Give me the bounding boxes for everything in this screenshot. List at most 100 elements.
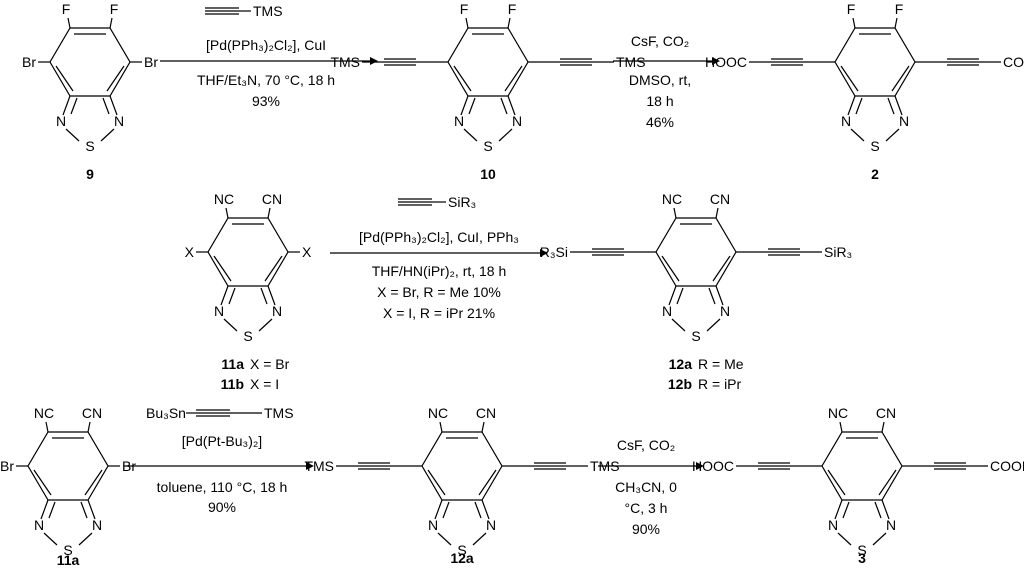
atom-N: N [486, 517, 496, 533]
group-CN: NC [662, 191, 682, 207]
group-COOH: HOOC [692, 458, 734, 474]
atom-F: F [460, 1, 469, 17]
atom-N: N [841, 113, 851, 129]
condition-line: X = Br, R = Me 10% [377, 284, 501, 300]
group-CN: CN [876, 405, 896, 421]
atom-N: N [828, 517, 838, 533]
reaction-arrow-3: SiR₃ [Pd(PPh₃)₂Cl₂], CuI, PPh₃ THF/HN(iP… [330, 194, 548, 321]
group-CN: CN [262, 191, 282, 207]
atom-S: S [691, 328, 700, 344]
atom-F: F [110, 1, 119, 17]
atom-Br: Br [22, 54, 36, 70]
group-TMS: TMS [616, 54, 646, 70]
group-silyl: R₃Si [540, 244, 568, 260]
atom-N: N [899, 113, 909, 129]
condition-line: [Pd(PPh₃)₂Cl₂], CuI [206, 37, 326, 53]
atom-S: S [63, 542, 72, 558]
compound-9: F F Br Br N N S 9 [22, 1, 158, 182]
atom-S: S [243, 328, 252, 344]
atom-F: F [847, 1, 856, 17]
reagent-alkyne: TMS [253, 3, 283, 19]
group-TMS: TMS [304, 458, 334, 474]
atom-X: X [302, 244, 312, 260]
condition-line: X = I, R = iPr 21% [383, 305, 495, 321]
atom-F: F [895, 1, 904, 17]
atom-S: S [483, 138, 492, 154]
condition-line: CsF, CO₂ [617, 437, 675, 453]
atom-N: N [272, 303, 282, 319]
compound-label: 10 [480, 166, 496, 182]
group-silyl: SiR₃ [824, 244, 852, 260]
compound-label-desc: X = Br [250, 356, 290, 372]
condition-line: [Pd(PPh₃)₂Cl₂], CuI, PPh₃ [359, 229, 519, 245]
reaction-arrow-4: Bu₃Sn TMS [Pd(Pt-Bu₃)₂] toluene, 110 °C,… [124, 405, 314, 515]
yield: 90% [208, 499, 236, 515]
reagent-stannane: Bu₃Sn [146, 405, 186, 421]
yield: 90% [632, 521, 660, 537]
group-CN: CN [476, 405, 496, 421]
group-CN: NC [828, 405, 848, 421]
yield: 93% [252, 93, 280, 109]
condition-line: CH₃CN, 0 [615, 479, 677, 495]
atom-Br: Br [0, 458, 14, 474]
compound-12a: NC CN TMS TMS N N S 12a [304, 405, 619, 566]
condition-line: toluene, 110 °C, 18 h [157, 479, 288, 495]
group-CN: NC [34, 405, 54, 421]
reaction-arrow-2: CsF, CO₂ DMSO, rt, 18 h 46% [613, 33, 720, 130]
compound-label-desc: X = I [250, 376, 279, 392]
reaction-arrow-1: TMS [Pd(PPh₃)₂Cl₂], CuI THF/Et₃N, 70 °C,… [160, 3, 378, 109]
reagent-alkyne: SiR₃ [448, 194, 476, 210]
group-TMS: TMS [330, 54, 360, 70]
atom-F: F [508, 1, 517, 17]
compound-label: 11b [221, 376, 244, 392]
atom-N: N [662, 303, 672, 319]
condition-line: CsF, CO₂ [631, 33, 689, 49]
group-CN: NC [428, 405, 448, 421]
condition-line: 18 h [646, 93, 673, 109]
group-COOH: COOH [1003, 54, 1024, 70]
atom-N: N [720, 303, 730, 319]
group-COOH: COOH [990, 458, 1024, 474]
atom-X: X [185, 244, 195, 260]
atom-S: S [457, 542, 466, 558]
compound-label-desc: R = Me [698, 356, 744, 372]
atom-N: N [56, 113, 66, 129]
compound-10: F F TMS TMS N N S 10 [330, 1, 645, 182]
compound-3: NC CN HOOC COOH N N S 3 [692, 405, 1024, 566]
atom-S: S [870, 138, 879, 154]
group-CN: CN [710, 191, 730, 207]
condition-line: [Pd(Pt-Bu₃)₂] [182, 433, 262, 449]
atom-F: F [62, 1, 71, 17]
atom-N: N [114, 113, 124, 129]
atom-N: N [92, 517, 102, 533]
compound-label: 2 [871, 166, 879, 182]
compound-label-desc: R = iPr [698, 376, 742, 392]
condition-line: °C, 3 h [625, 500, 668, 516]
reagent-tms: TMS [264, 405, 294, 421]
atom-N: N [886, 517, 896, 533]
atom-N: N [214, 303, 224, 319]
compound-2: F F HOOC COOH N N S 2 [705, 1, 1024, 182]
atom-N: N [34, 517, 44, 533]
yield: 46% [646, 114, 674, 130]
atom-Br: Br [144, 54, 158, 70]
compound-12: NC CN R₃Si SiR₃ N N S 12a R = Me 12b R =… [540, 191, 853, 392]
atom-S: S [85, 138, 94, 154]
reaction-arrow-5: CsF, CO₂ CH₃CN, 0 °C, 3 h 90% [598, 437, 704, 537]
group-COOH: HOOC [705, 54, 747, 70]
compound-11: NC CN X X N N S 11a X = Br 11b X = I [185, 191, 312, 392]
atom-N: N [428, 517, 438, 533]
condition-line: THF/HN(iPr)₂, rt, 18 h [372, 263, 507, 279]
compound-label: 12a [450, 550, 474, 566]
atom-S: S [857, 542, 866, 558]
compound-label: 12a [669, 356, 693, 372]
compound-label: 12b [668, 376, 692, 392]
atom-N: N [454, 113, 464, 129]
condition-line: DMSO, rt, [629, 72, 691, 88]
compound-label: 9 [86, 166, 94, 182]
compound-label: 3 [858, 550, 866, 566]
atom-N: N [512, 113, 522, 129]
compound-label: 11a [221, 356, 244, 372]
compound-label: 11a [57, 552, 80, 568]
